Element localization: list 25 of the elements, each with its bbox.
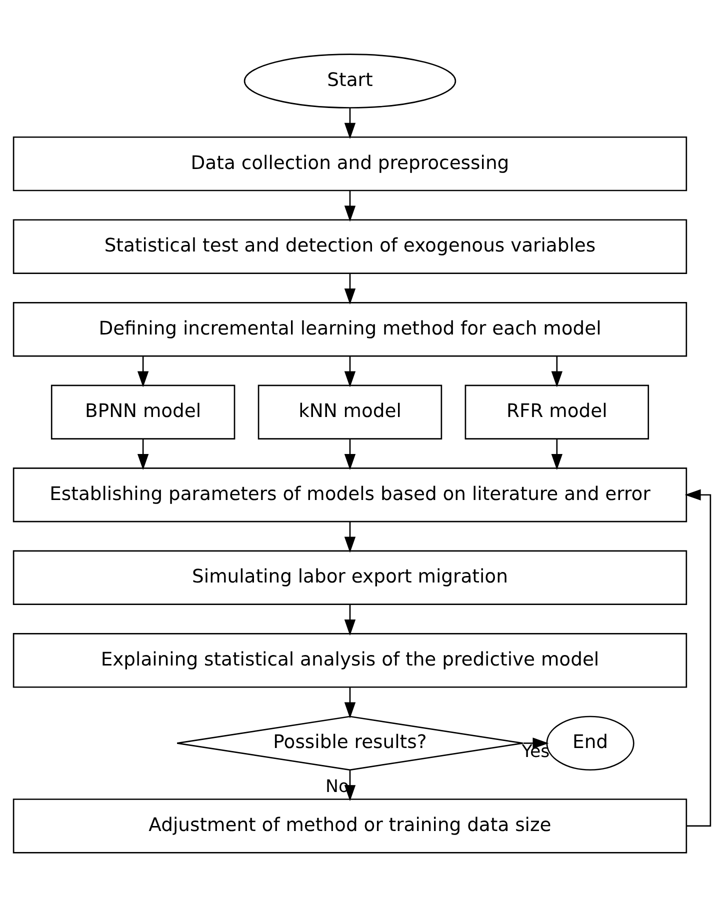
arrow xyxy=(551,356,563,388)
arrow xyxy=(551,439,563,470)
node-ellipse: Start xyxy=(244,54,456,108)
arrow xyxy=(684,489,712,827)
node-box: Explaining statistical analysis of the predictive model xyxy=(12,633,688,688)
arrow xyxy=(137,439,149,470)
arrow xyxy=(344,688,356,718)
node-box: Simulating labor export migration xyxy=(12,550,688,606)
node-box: Establishing parameters of models based on literature and error xyxy=(12,468,688,522)
arrow xyxy=(344,274,356,304)
arrow xyxy=(344,356,356,388)
node-box: RFR model xyxy=(464,384,650,440)
arrow xyxy=(137,356,149,388)
node-box: Statistical test and detection of exogenous variables xyxy=(12,219,688,274)
arrow xyxy=(344,439,356,470)
arrow xyxy=(523,738,549,749)
arrow xyxy=(344,522,356,553)
node-box: kNN model xyxy=(258,384,442,440)
node-box: Defining incremental learning method for each model xyxy=(12,302,688,357)
arrow xyxy=(344,108,356,139)
node-box: Adjustment of method or training data size xyxy=(12,798,688,854)
arrow xyxy=(344,190,356,222)
arrow xyxy=(344,604,356,636)
node-box: Data collection and preprocessing xyxy=(12,136,688,192)
node-box: BPNN model xyxy=(50,384,236,440)
